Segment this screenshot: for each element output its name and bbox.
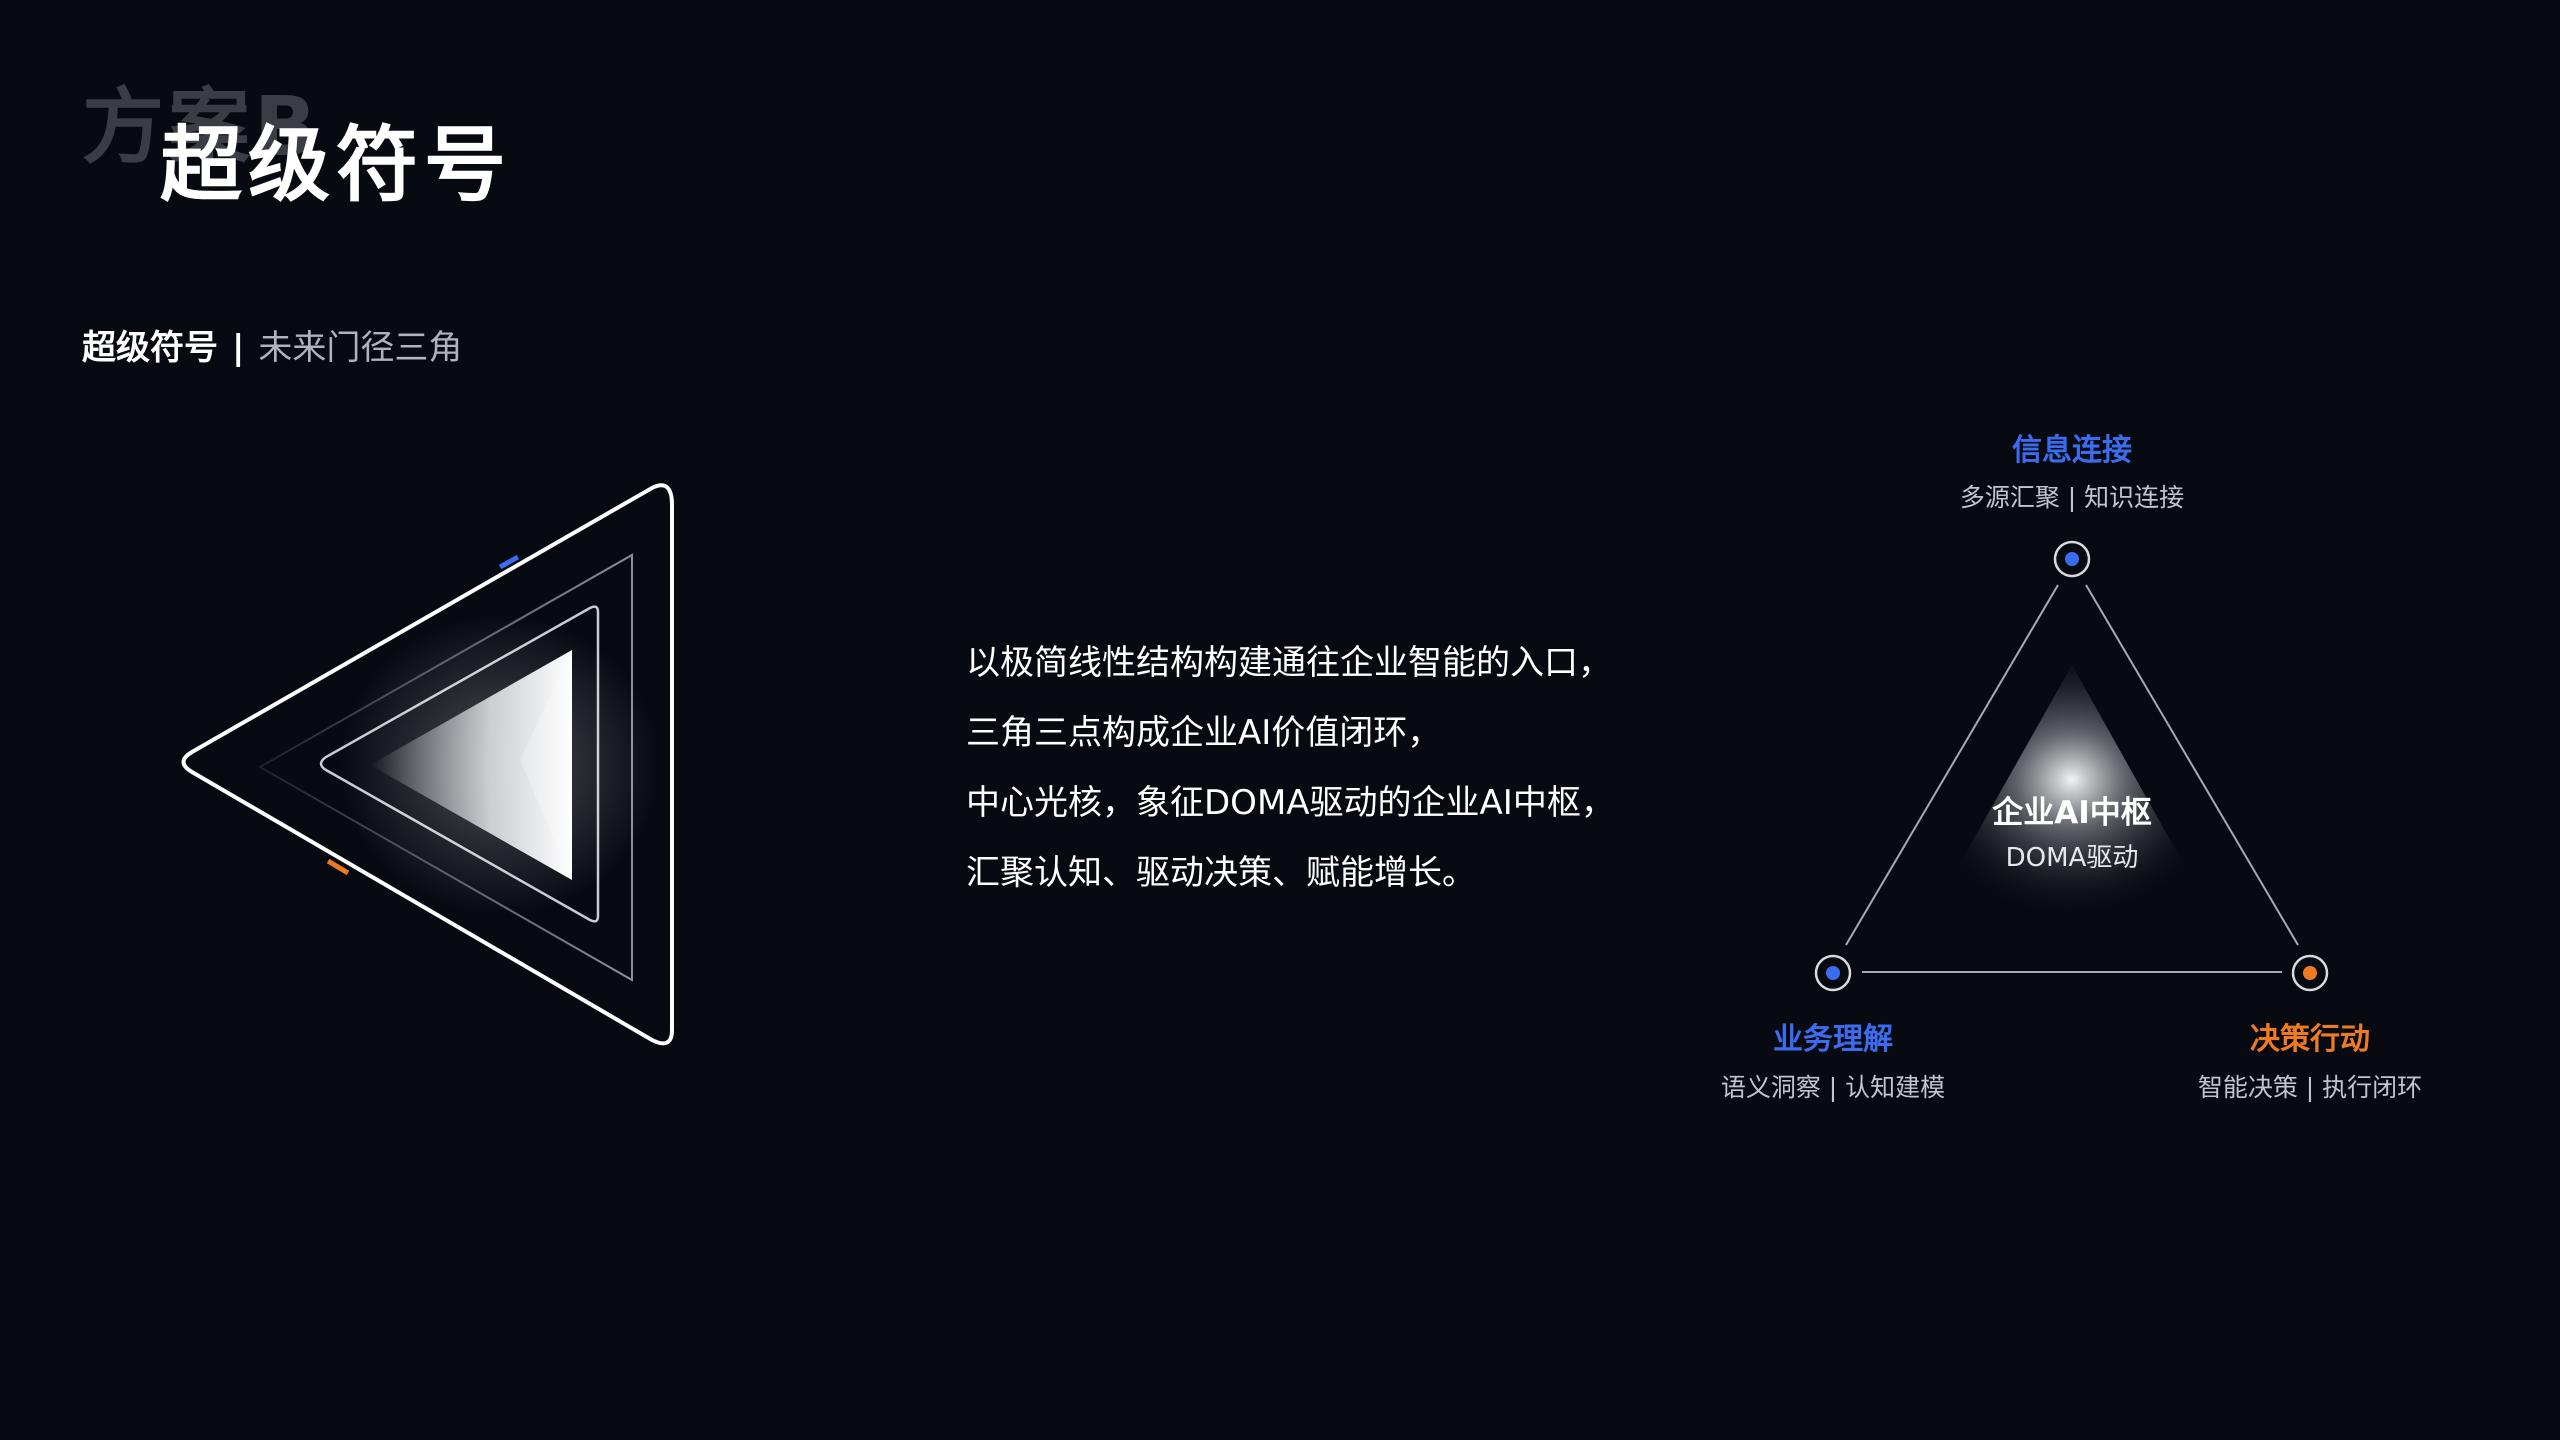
node-left-marker xyxy=(1814,954,1852,992)
center-subtitle: DOMA驱动 xyxy=(2006,843,2139,873)
node-right-marker xyxy=(2291,954,2329,992)
subtitle-strong: 超级符号 xyxy=(82,328,218,368)
node-top-title: 信息连接 xyxy=(2012,433,2132,468)
center-light-core xyxy=(1928,665,2215,920)
inner-triangle-outline xyxy=(319,605,600,923)
glowing-core xyxy=(370,650,572,880)
blue-accent-mark xyxy=(498,554,520,570)
edge-top-left xyxy=(1845,584,2059,946)
orange-accent-mark xyxy=(326,858,350,876)
page-title: 超级符号 xyxy=(160,118,513,213)
section-subtitle: 超级符号 | 未来门径三角 xyxy=(82,320,462,369)
description-line: 以极简线性结构构建通往企业智能的入口， xyxy=(966,643,1612,683)
value-loop-diagram: 企业AI中枢 DOMA驱动 信息连接 多源汇聚 | 知识连接 业务理解 语义洞察… xyxy=(1721,433,2422,1102)
outer-triangle-outline xyxy=(181,483,674,1046)
node-left-subtitle: 语义洞察 | 认知建模 xyxy=(1721,1073,1945,1102)
node-top-subtitle: 多源汇聚 | 知识连接 xyxy=(1960,483,2184,512)
description-text: 以极简线性结构构建通往企业智能的入口， 三角三点构成企业AI价值闭环， 中心光核… xyxy=(966,628,1726,908)
description-line: 汇聚认知、驱动决策、赋能增长。 xyxy=(966,853,1476,893)
background-title: 方案B xyxy=(82,80,321,175)
subtitle-separator: | xyxy=(232,328,245,368)
edge-top-right xyxy=(2085,584,2299,946)
center-title: 企业AI中枢 xyxy=(1992,795,2152,831)
node-top-marker xyxy=(2053,540,2091,578)
description-line: 三角三点构成企业AI价值闭环， xyxy=(966,713,1442,753)
subtitle-muted: 未来门径三角 xyxy=(258,328,463,368)
node-right-subtitle: 智能决策 | 执行闭环 xyxy=(2198,1073,2422,1102)
node-right-title: 决策行动 xyxy=(2250,1022,2370,1057)
description-line: 中心光核，象征DOMA驱动的企业AI中枢， xyxy=(966,783,1615,823)
node-left-title: 业务理解 xyxy=(1773,1022,1893,1057)
